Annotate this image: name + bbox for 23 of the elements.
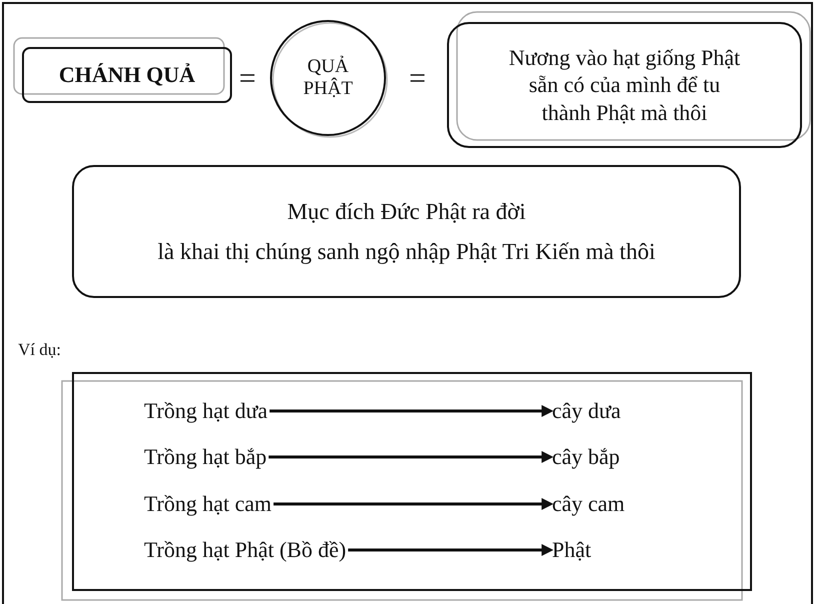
example-text: Trồng hạt cam	[144, 491, 272, 517]
label-text: Ví dụ:	[18, 340, 61, 360]
box-text: là khai thị chúng sanh ngộ nhập Phật Tri Kiến mà thôi	[158, 238, 656, 264]
equals-sign: =	[409, 62, 426, 96]
example-text: Trồng hạt dưa	[144, 398, 268, 424]
box-text: QUẢ PHẬT	[302, 56, 354, 100]
arrow	[274, 498, 554, 510]
example-text: cây bắp	[552, 444, 620, 470]
heading-text: CHÁNH QUẢ	[58, 62, 196, 88]
example-text: Phật	[552, 537, 592, 563]
box-text: Nương vào hạt giống Phật sẵn có của mình để tu thành Phật mà thôi	[508, 44, 742, 126]
equals-sign: =	[239, 62, 256, 96]
example-text: Trồng hạt bắp	[144, 444, 267, 470]
arrow	[270, 405, 554, 417]
example-text: cây cam	[552, 491, 625, 517]
rounded-box	[447, 22, 802, 148]
rounded-box	[72, 165, 741, 298]
rounded-box	[22, 47, 232, 103]
arrow	[348, 544, 554, 556]
arrow	[268, 451, 554, 463]
example-text: cây dưa	[552, 398, 621, 424]
example-text: Trồng hạt Phật (Bồ đề)	[144, 537, 346, 563]
box-text: Mục đích Đức Phật ra đời	[287, 198, 526, 224]
